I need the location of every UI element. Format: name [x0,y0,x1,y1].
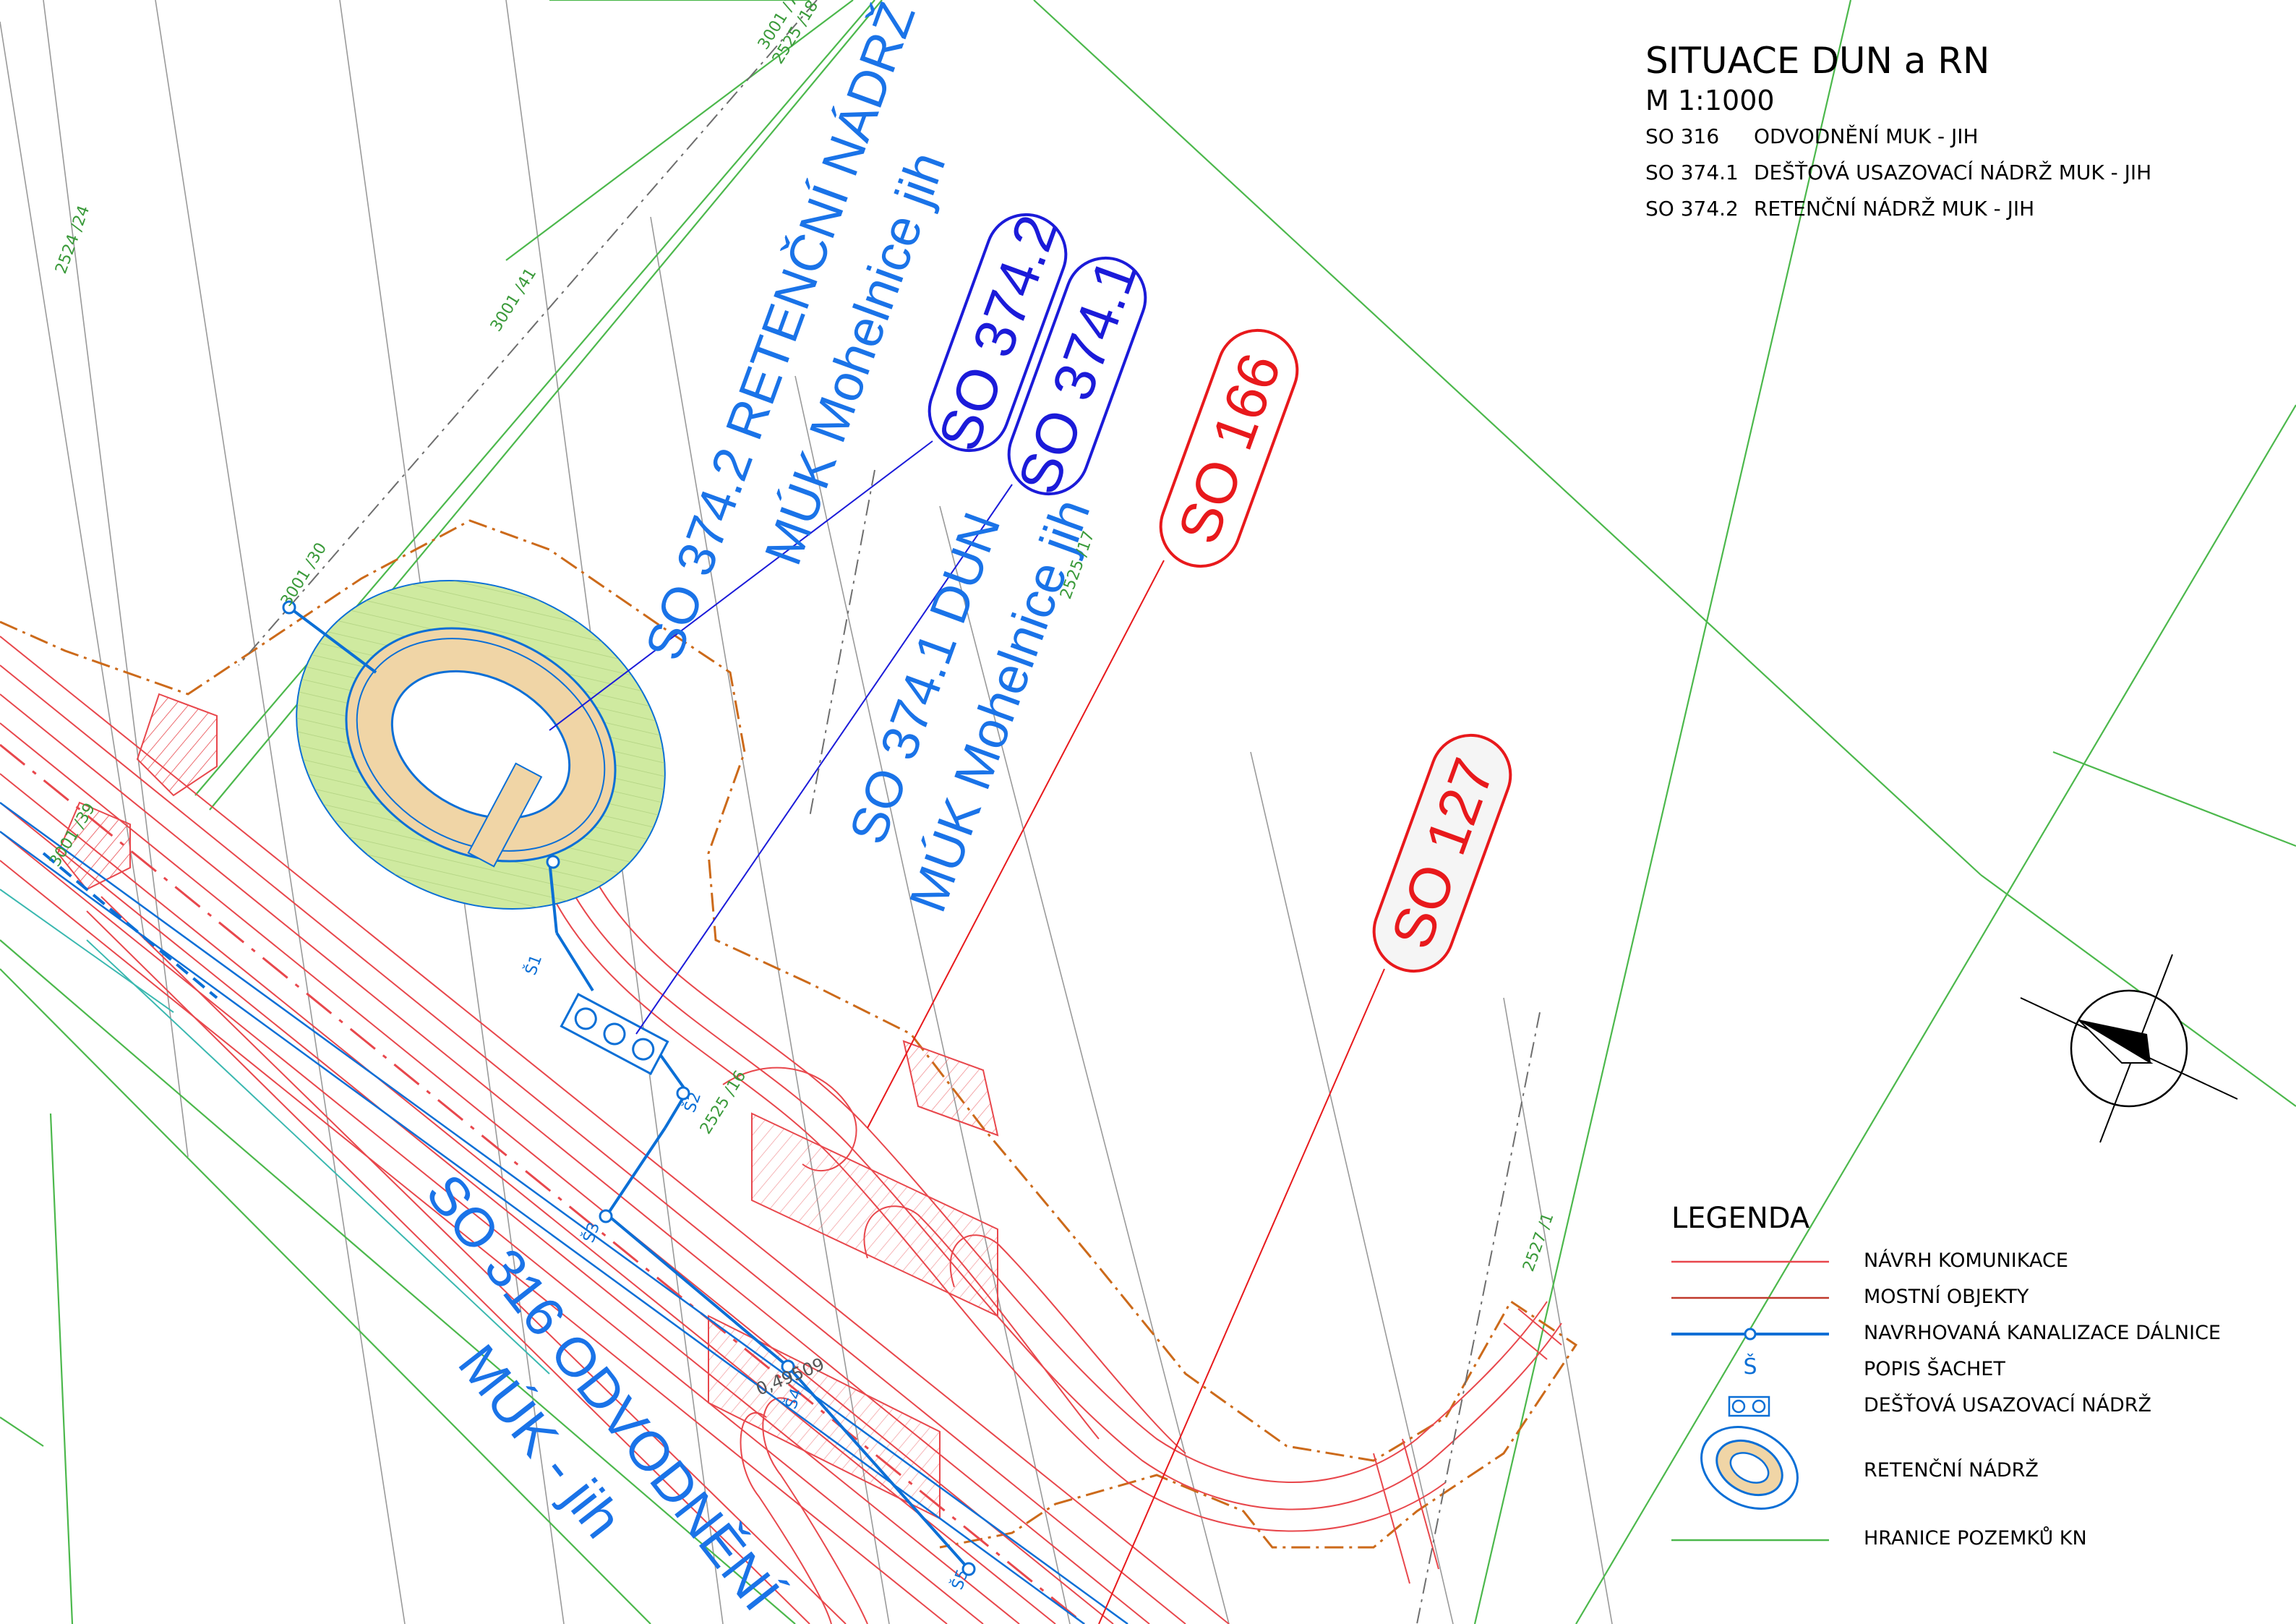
existing-utility-lines [238,0,1541,1624]
retention-pond [296,580,666,910]
interchange-ramps [556,874,1562,1624]
construction-boundary [0,519,1578,1549]
settling-tank [560,993,669,1075]
object-row: SO 316 ODVODNĚNÍ MUK - JIH [1645,119,2151,155]
bubble-so-127: SO 127 [1372,733,1512,973]
title-block: SITUACE DUN a RN M 1:1000 SO 316 ODVODNĚN… [1645,39,2151,227]
object-code: SO 374.1 [1645,161,1739,184]
parcel-label: 2524 /24 [52,203,93,276]
legend-item-drainage: NAVRHOVANÁ KANALIZACE DÁLNICE [1864,1322,2221,1344]
manholes [282,600,976,1576]
motorway-road-lines [0,636,1230,1624]
object-code: SO 374.2 [1645,197,1739,221]
parcel-label: 2527 /1 [1520,1210,1557,1274]
parcel-label: 3001 /41 [487,265,540,335]
object-name: DEŠŤOVÁ USAZOVACÍ NÁDRŽ MUK - JIH [1754,161,2152,184]
drawing-title: SITUACE DUN a RN [1645,40,1990,82]
legend-swatch-settling-tank [1728,1396,1770,1417]
legend-item-bridge: MOSTNÍ OBJEKTY [1864,1286,2029,1308]
legend-item-settling-tank: DEŠŤOVÁ USAZOVACÍ NÁDRŽ [1864,1394,2152,1416]
legend-manhole-symbol: Š [1743,1353,1757,1380]
legend-title: LEGENDA [1671,1202,1810,1235]
legend-item-road: NÁVRH KOMUNIKACE [1864,1249,2068,1272]
edge-lines [0,889,550,1375]
bubble-so-127-text: SO 127 [1379,750,1506,956]
object-code: SO 316 [1645,124,1720,148]
manhole-tag: Š1 [521,952,546,978]
manhole-tag: Š3 [579,1220,604,1245]
bubble-so-166: SO 166 [1159,328,1299,568]
legend-swatch-retention-pond [1700,1426,1799,1510]
parcel-label: 3001 /30 [278,539,330,610]
parcel-label: 2525 /16 [697,1067,750,1137]
legend-swatch-manhole [1744,1328,1757,1341]
object-row: SO 374.1 DEŠŤOVÁ USAZOVACÍ NÁDRŽ MUK - JI… [1645,155,2151,191]
legend: LEGENDA NÁVRH KOMUNIKACE MOSTNÍ OBJEKTY … [1671,1200,2221,1550]
bubble-so-166-text: SO 166 [1165,345,1293,551]
drawing-scale: M 1:1000 [1645,85,1775,116]
object-row: SO 374.2 RETENČNÍ NÁDRŽ MUK - JIH [1645,191,2151,227]
object-name: RETENČNÍ NÁDRŽ MUK - JIH [1754,197,2035,221]
legend-item-manhole: POPIS ŠACHET [1864,1358,2005,1380]
north-arrow-icon [2020,954,2238,1143]
object-name: ODVODNĚNÍ MUK - JIH [1754,124,1979,148]
legend-item-parcel: HRANICE POZEMKŮ KN [1864,1527,2087,1550]
leader-lines [549,440,1385,1624]
legend-swatches [1671,1260,1829,1542]
label-settling-tank: SO 374.1 DUN MÚK Mohelnice jih [839,492,1101,919]
legend-item-retention-pond: RETENČNÍ NÁDRŽ [1864,1459,2039,1482]
motorway-centerline [0,743,1085,1624]
